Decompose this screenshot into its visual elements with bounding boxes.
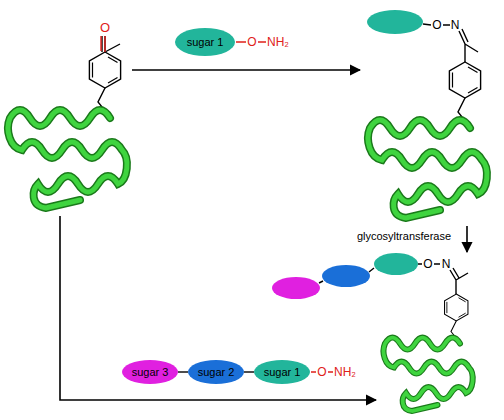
atom-label: O — [100, 21, 110, 34]
ellipse-shape — [254, 360, 310, 384]
ellipse-shape — [175, 28, 235, 56]
atom-label: O — [423, 258, 432, 270]
atom-label: O — [432, 19, 441, 31]
protein-oxime — [367, 10, 487, 218]
protein-glycan — [272, 253, 473, 411]
reaction-arrow — [466, 226, 468, 252]
atom-label: N — [442, 258, 451, 270]
atom-label: O — [247, 36, 256, 48]
sugar-name: sugar 3 — [132, 366, 169, 378]
protein-ketone — [8, 36, 127, 208]
atom-label: NH₂ — [334, 366, 356, 378]
sugar-ellipse: sugar 2 — [188, 360, 244, 384]
atom-label: NH₂ — [267, 36, 289, 48]
sugar-name: sugar 1 — [264, 366, 301, 378]
glycosidic-link — [178, 371, 188, 372]
enzyme-label: glycosyltransferase — [357, 231, 451, 242]
atom-label: O — [317, 366, 326, 378]
sugar-name: sugar 1 — [187, 36, 224, 48]
atom-label: N — [451, 19, 460, 31]
sugar-name: sugar 2 — [198, 366, 235, 378]
glycosidic-link — [244, 371, 254, 372]
ellipse-shape — [122, 360, 178, 384]
reaction-arrow — [132, 69, 360, 71]
sugar-ellipse: sugar 1 — [175, 28, 235, 56]
sugar-ellipse: sugar 3 — [122, 360, 178, 384]
reaction-arrow — [60, 216, 376, 400]
sugar-ellipse: sugar 1 — [254, 360, 310, 384]
ellipse-shape — [188, 360, 244, 384]
